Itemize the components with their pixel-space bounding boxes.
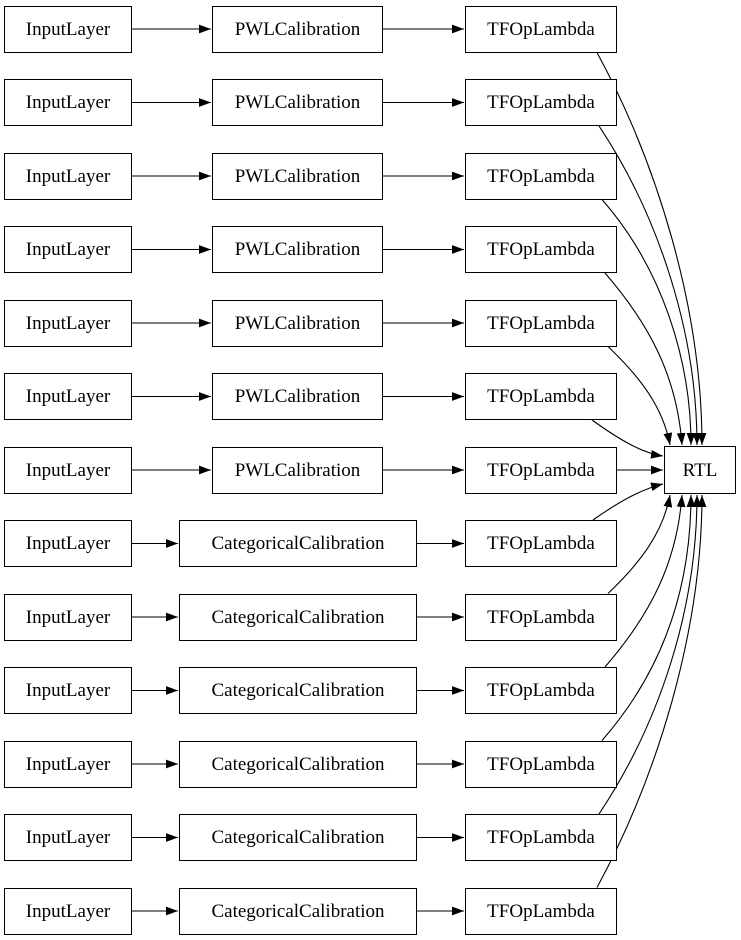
- node-pwl-calibration: PWLCalibration: [212, 446, 383, 494]
- edge: [591, 419, 664, 459]
- edge: [607, 494, 673, 594]
- node-pwl-calibration: PWLCalibration: [212, 226, 383, 273]
- node-tf-op-lambda: TFOpLambda: [465, 79, 617, 126]
- node-rtl: RTL: [664, 446, 736, 494]
- edge: [596, 494, 707, 888]
- node-tf-op-lambda: TFOpLambda: [465, 887, 617, 935]
- node-pwl-calibration: PWLCalibration: [212, 152, 383, 200]
- node-tf-op-lambda: TFOpLambda: [465, 226, 617, 273]
- node-tf-op-lambda: TFOpLambda: [465, 299, 617, 347]
- node-pwl-calibration: PWLCalibration: [212, 5, 383, 53]
- node-input-layer: InputLayer: [4, 446, 132, 494]
- node-tf-op-lambda: TFOpLambda: [465, 667, 617, 714]
- node-pwl-calibration: PWLCalibration: [212, 79, 383, 126]
- node-tf-op-lambda: TFOpLambda: [465, 814, 617, 861]
- edge: [601, 199, 696, 446]
- node-input-layer: InputLayer: [4, 152, 132, 200]
- node-input-layer: InputLayer: [4, 887, 132, 935]
- node-input-layer: InputLayer: [4, 520, 132, 567]
- node-categorical-calibration: CategoricalCalibration: [179, 887, 417, 935]
- node-input-layer: InputLayer: [4, 667, 132, 714]
- node-categorical-calibration: CategoricalCalibration: [179, 593, 417, 641]
- node-categorical-calibration: CategoricalCalibration: [179, 814, 417, 861]
- node-input-layer: InputLayer: [4, 373, 132, 420]
- node-tf-op-lambda: TFOpLambda: [465, 520, 617, 567]
- edge: [596, 52, 707, 446]
- node-tf-op-lambda: TFOpLambda: [465, 5, 617, 53]
- edge: [604, 272, 686, 446]
- node-input-layer: InputLayer: [4, 79, 132, 126]
- node-tf-op-lambda: TFOpLambda: [465, 373, 617, 420]
- node-categorical-calibration: CategoricalCalibration: [179, 520, 417, 567]
- node-input-layer: InputLayer: [4, 814, 132, 861]
- node-categorical-calibration: CategoricalCalibration: [179, 667, 417, 714]
- edge: [592, 482, 664, 521]
- node-tf-op-lambda: TFOpLambda: [465, 740, 617, 788]
- edge: [601, 494, 696, 741]
- node-tf-op-lambda: TFOpLambda: [465, 152, 617, 200]
- node-pwl-calibration: PWLCalibration: [212, 299, 383, 347]
- edge: [604, 494, 686, 668]
- edge: [607, 346, 673, 446]
- node-input-layer: InputLayer: [4, 593, 132, 641]
- node-tf-op-lambda: TFOpLambda: [465, 593, 617, 641]
- node-input-layer: InputLayer: [4, 299, 132, 347]
- node-input-layer: InputLayer: [4, 740, 132, 788]
- node-input-layer: InputLayer: [4, 226, 132, 273]
- node-tf-op-lambda: TFOpLambda: [465, 446, 617, 494]
- edge: [598, 494, 702, 815]
- edge: [598, 125, 702, 446]
- node-input-layer: InputLayer: [4, 5, 132, 53]
- node-categorical-calibration: CategoricalCalibration: [179, 740, 417, 788]
- node-pwl-calibration: PWLCalibration: [212, 373, 383, 420]
